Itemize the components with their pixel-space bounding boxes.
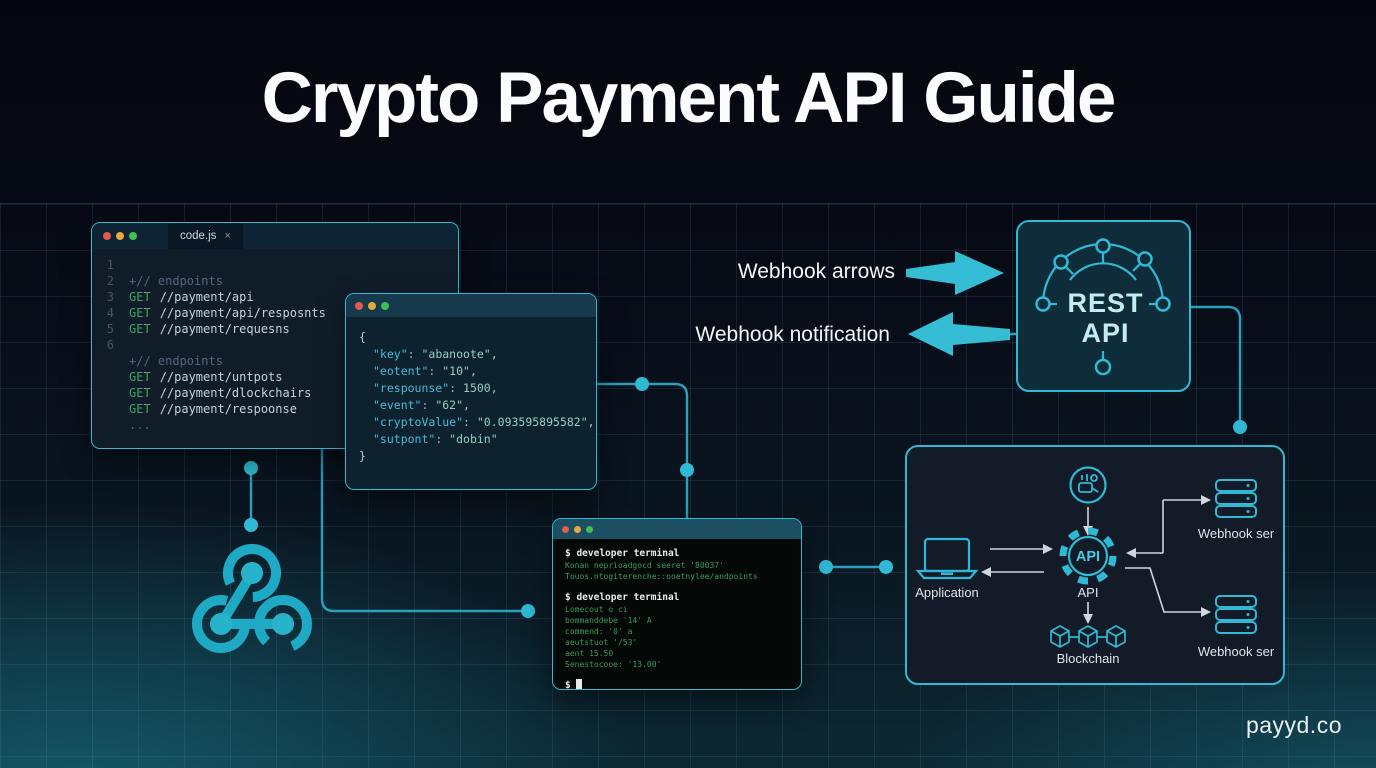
maximize-window-icon[interactable] (129, 232, 137, 240)
json-line: } (359, 449, 366, 463)
terminal-line (565, 670, 801, 679)
tab-code-js[interactable]: code.js × (168, 223, 243, 249)
minimize-window-icon[interactable] (368, 301, 376, 310)
maximize-window-icon[interactable] (586, 525, 593, 533)
minimize-window-icon[interactable] (574, 525, 581, 533)
close-window-icon[interactable] (103, 232, 111, 240)
code-line: +// endpoints (129, 354, 223, 368)
json-snippet-window: { "key": "abanoote", "eotent": "10", "re… (345, 293, 597, 490)
terminal-line: aeutstuot '/53' (565, 638, 638, 647)
watermark: payyd.co (1245, 712, 1342, 738)
page-title: Crypto Payment API Guide (261, 59, 1117, 138)
webhook-arrows-label: Webhook arrows (737, 260, 895, 283)
code-line: GET//payment/dlockchairs (129, 386, 312, 400)
code-line: 2+// endpoints (106, 274, 223, 288)
terminal-line (565, 582, 801, 591)
json-line: "event": "62", (373, 398, 470, 412)
terminal-line: aent 15.50 (565, 649, 614, 658)
terminal-line: commend: '0' a (565, 627, 633, 636)
rest-api-box: REST API (1016, 220, 1191, 392)
json-body: { "key": "abanoote", "eotent": "10", "re… (346, 317, 596, 465)
minimize-window-icon[interactable] (116, 232, 124, 240)
terminal-line: Lomecout o ci (565, 605, 628, 614)
tab-title: code.js (180, 230, 217, 242)
json-line: "respounse": 1500, (373, 381, 498, 395)
application-label: Application (915, 585, 979, 600)
terminal-cursor (575, 679, 582, 689)
terminal-window: $ developer terminal Konan neprioadgocd … (552, 518, 802, 690)
terminal-prompt: $ (565, 679, 801, 689)
close-window-icon[interactable] (562, 525, 569, 533)
api-label: API (1077, 585, 1099, 600)
json-line: "key": "abanoote", (373, 347, 498, 361)
code-window-titlebar: code.js × (92, 223, 458, 249)
webhook-notification-label: Webhook notification (695, 323, 890, 346)
close-window-icon[interactable] (355, 301, 363, 310)
terminal-line: bommanddebe '14' A (565, 616, 652, 625)
code-line: 6 (106, 338, 114, 352)
rest-api-text: REST API (1067, 288, 1144, 348)
json-window-titlebar (346, 294, 596, 317)
terminal-line: $ developer terminal (565, 592, 680, 603)
json-line: { (359, 330, 366, 344)
json-line: "cryptoValue": "0.093595895582", (373, 415, 595, 429)
terminal-line: $ developer terminal (565, 548, 680, 559)
terminal-line: Konan neprioadgocd seeret '80037' (565, 561, 724, 570)
terminal-line: Touos.ntogiterenche::ooetnylee/andpoints (565, 572, 758, 581)
tab-close-icon[interactable]: × (224, 230, 231, 242)
json-line: "sutpont": "dobin" (373, 432, 498, 446)
terminal-line: Senestocooe: '13.00' (565, 660, 662, 669)
code-line: GET//payment/respoonse (129, 402, 297, 416)
terminal-titlebar (553, 519, 801, 539)
webhook-server-bottom-label: Webhook ser (1197, 644, 1275, 659)
json-line: "eotent": "10", (373, 364, 477, 378)
maximize-window-icon[interactable] (381, 301, 389, 310)
terminal-body[interactable]: $ developer terminal Konan neprioadgocd … (553, 539, 801, 689)
code-line: ... (129, 418, 151, 432)
code-line: GET//payment/untpots (129, 370, 283, 384)
code-line: 1 (106, 258, 114, 272)
webhook-server-top-label: Webhook ser (1197, 526, 1275, 541)
blockchain-label: Blockchain (1056, 651, 1120, 666)
